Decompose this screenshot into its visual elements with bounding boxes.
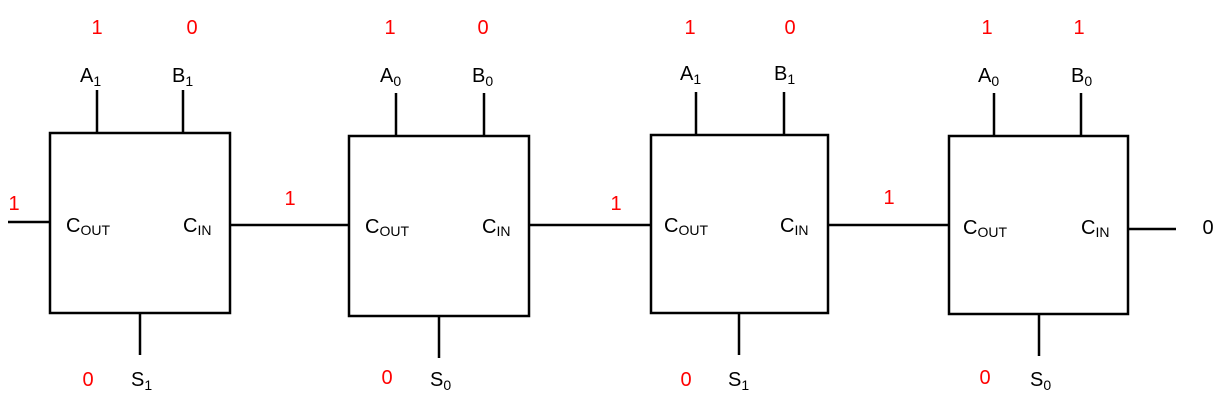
input-a-label: A0 [978, 65, 999, 89]
input-b-value: 0 [477, 17, 488, 39]
carry-out-label: COUT [365, 216, 409, 239]
adder-block-4: 1 1 A0 B0 COUT CIN S0 0 [947, 17, 1130, 393]
input-a-label: A1 [80, 65, 101, 89]
input-a-label: A0 [380, 65, 401, 89]
carry-out-label: COUT [963, 217, 1007, 240]
sum-label: S0 [430, 369, 451, 393]
sum-label: S1 [728, 369, 749, 393]
sum-label: S0 [1030, 369, 1051, 393]
carry-out-label: COUT [664, 215, 708, 238]
input-a-value: 1 [91, 17, 102, 39]
carry-in-label: CIN [780, 215, 808, 238]
sum-label: S1 [131, 369, 152, 393]
carry-value-3-4: 1 [883, 187, 894, 209]
adder-block-3: 1 0 A1 B1 COUT CIN S1 0 [649, 17, 830, 393]
input-a-value: 1 [981, 17, 992, 39]
carry-value-1-2: 1 [284, 188, 295, 210]
carry-in-label: CIN [1081, 217, 1109, 240]
input-a-value: 1 [384, 17, 395, 39]
carry-value-2-3: 1 [610, 193, 621, 215]
input-b-label: B0 [1071, 65, 1092, 89]
input-b-value: 1 [1073, 17, 1084, 39]
carry-out-value: 1 [8, 193, 19, 215]
input-b-label: B0 [472, 65, 493, 89]
input-b-value: 0 [784, 17, 795, 39]
sum-value: 0 [82, 369, 93, 391]
input-b-label: B1 [172, 65, 193, 89]
carry-in-label: CIN [482, 216, 510, 239]
sum-value: 0 [979, 367, 990, 389]
carry-in-label: CIN [183, 215, 211, 238]
adder-block-2: 1 0 A0 B0 COUT CIN S0 0 [347, 17, 531, 393]
input-a-value: 1 [684, 17, 695, 39]
input-a-label: A1 [680, 63, 701, 87]
sum-value: 0 [680, 369, 691, 391]
adder-block-1: 1 0 A1 B1 COUT CIN S1 0 [48, 17, 232, 393]
carry-in-value: 0 [1202, 217, 1213, 239]
input-b-label: B1 [774, 63, 795, 87]
input-b-value: 0 [186, 17, 197, 39]
carry-out-label: COUT [66, 215, 110, 238]
sum-value: 0 [381, 367, 392, 389]
